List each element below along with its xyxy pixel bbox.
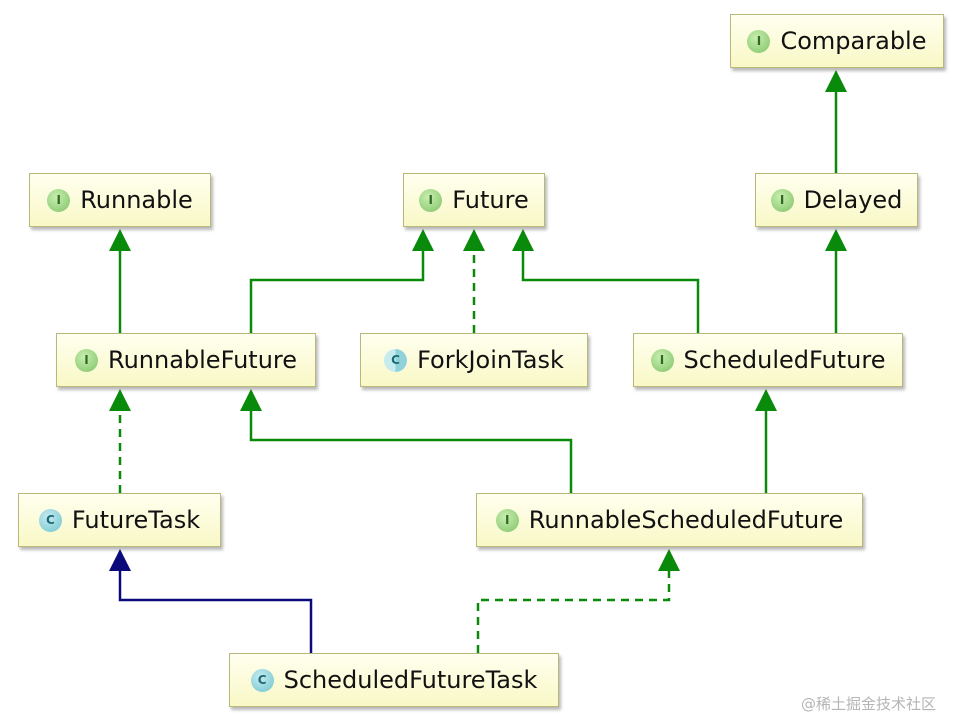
interface-icon: I [495,508,519,532]
node-delayed[interactable]: I Delayed [755,173,918,227]
abstract-class-icon: C [384,348,408,372]
node-futuretask[interactable]: C FutureTask [18,493,221,547]
interface-icon: I [419,188,443,212]
arrowhead [825,70,847,92]
node-label: Comparable [780,27,927,55]
node-scheduledfuturetask[interactable]: C ScheduledFutureTask [229,653,559,707]
arrowhead [755,389,777,411]
class-icon: C [250,668,274,692]
arrowhead [109,549,131,571]
interface-icon: I [747,29,771,53]
interface-icon: I [47,188,71,212]
node-comparable[interactable]: I Comparable [730,14,944,68]
node-label: RunnableScheduledFuture [528,506,844,534]
edge-runnablefuture-to-future [249,249,425,333]
node-label: RunnableFuture [107,346,298,374]
node-scheduledfuture[interactable]: I ScheduledFuture [633,333,903,387]
node-runnablescheduledfuture[interactable]: I RunnableScheduledFuture [476,493,863,547]
node-label: Delayed [803,186,903,214]
node-forkjointask[interactable]: C ForkJoinTask [360,333,588,387]
node-future[interactable]: I Future [403,173,545,227]
arrowhead [512,229,534,251]
arrowhead [412,229,434,251]
arrowhead [109,229,131,251]
node-label: Future [452,186,529,214]
node-runnablefuture[interactable]: I RunnableFuture [56,333,316,387]
node-label: ScheduledFuture [683,346,886,374]
arrowhead [109,389,131,411]
interface-icon: I [770,188,794,212]
edge-scheduledfuture-to-future [521,249,700,333]
class-icon: C [38,508,62,532]
watermark: @稀土掘金技术社区 [800,695,936,713]
arrowhead [658,549,680,571]
node-label: FutureTask [71,506,201,534]
node-runnable[interactable]: I Runnable [29,173,211,227]
arrowhead [240,389,262,411]
interface-icon: I [74,348,98,372]
arrowhead [825,229,847,251]
node-label: ForkJoinTask [417,346,564,374]
node-label: Runnable [80,186,193,214]
edge-scheduledfuturetask-to-runnablescheduledfuture [476,569,671,653]
edge-scheduledfuturetask-to-futuretask [118,569,313,653]
interface-icon: I [650,348,674,372]
node-label: ScheduledFutureTask [283,666,538,694]
arrowhead [463,229,485,251]
edge-runnablescheduledfuture-to-runnablefuture [249,409,573,493]
